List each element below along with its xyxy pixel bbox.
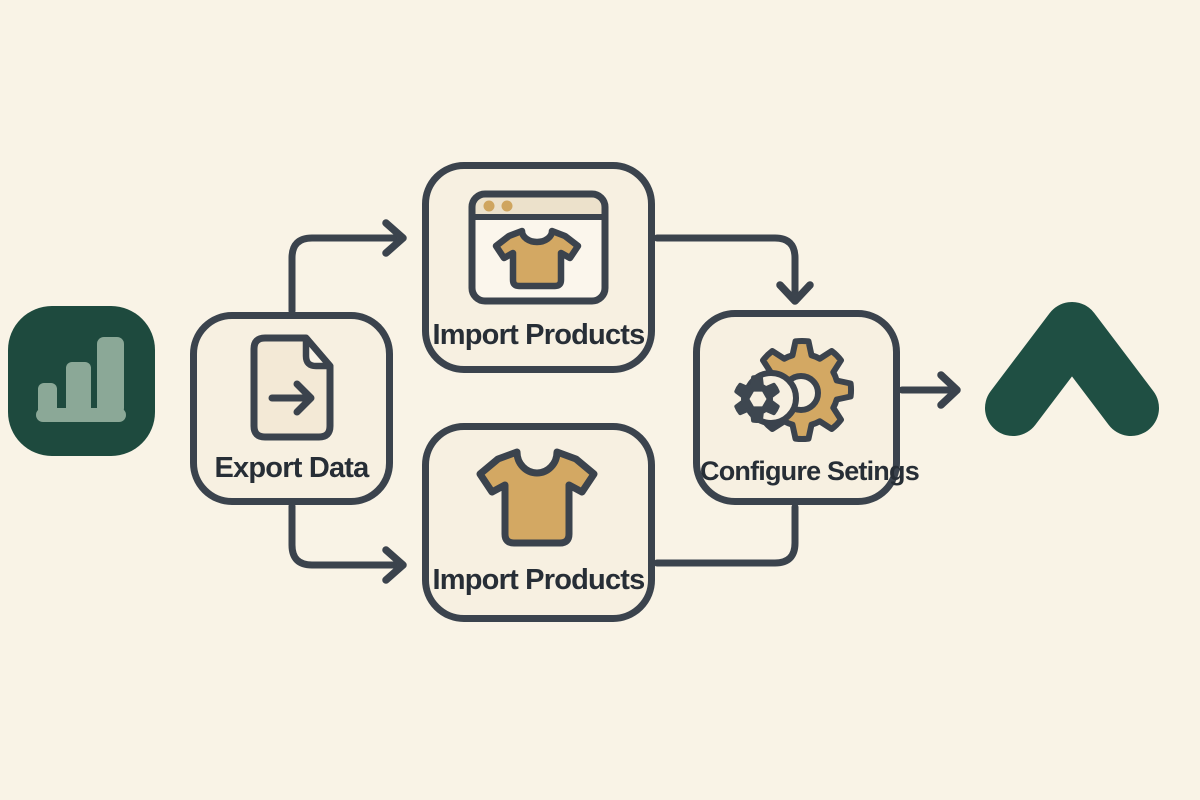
node-import-products-browser: Import Products	[422, 162, 655, 373]
arrowhead-right-icon	[937, 371, 961, 409]
bar-chart-bars	[36, 337, 126, 422]
node-import-products-shirt-label: Import Products	[432, 564, 646, 596]
connector-shirt-to-configure	[653, 503, 799, 567]
connector-export-to-browser	[288, 234, 398, 315]
node-configure-settings-label: Configure Setings	[700, 456, 920, 486]
node-export-data-label: Export Data	[214, 452, 370, 484]
chevron-up-arrow-icon	[985, 302, 1159, 436]
arrowhead-down-icon	[776, 281, 814, 305]
arrowhead-right-icon	[382, 219, 407, 257]
chevron-shape	[985, 302, 1159, 436]
node-import-products-shirt: Import Products	[422, 423, 655, 622]
node-configure-settings: Configure Setings	[693, 310, 920, 505]
arrowhead-right-icon	[382, 546, 407, 584]
bar-chart-app-icon	[8, 306, 155, 456]
node-import-products-browser-label: Import Products	[432, 319, 646, 351]
connector-browser-to-configure	[653, 234, 799, 296]
app-icon-tile	[8, 306, 155, 456]
node-export-data: Export Data	[190, 312, 393, 505]
connector-export-to-shirt	[288, 502, 398, 569]
